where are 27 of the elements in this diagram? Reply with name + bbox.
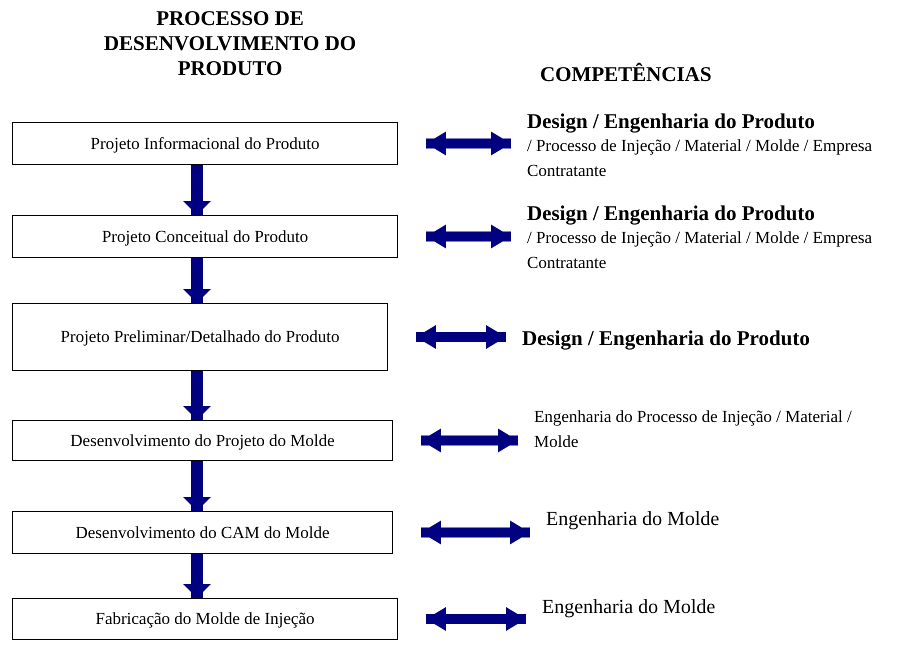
competence-text: Design / Engenharia do Produto (527, 200, 816, 226)
arrow (426, 132, 511, 156)
process-box: Projeto Conceitual do Produto (12, 215, 398, 258)
arrow (183, 165, 211, 215)
process-box: Projeto Preliminar/Detalhado do Produto (12, 303, 388, 371)
competence-text: Engenharia do Processo de Injeção / Material / Molde (534, 406, 853, 453)
arrow (183, 461, 211, 511)
process-box: Fabricação do Molde de Injeção (12, 598, 398, 640)
arrow (421, 428, 518, 452)
arrow (426, 607, 526, 631)
process-box: Desenvolvimento do Projeto do Molde (12, 420, 393, 461)
process-box: Desenvolvimento do CAM do Molde (12, 511, 393, 554)
arrow (426, 224, 511, 248)
competence-text: / Processo de Injeção / Material / Molde / Empresa Contratante (527, 135, 874, 182)
arrow (421, 520, 530, 544)
arrow (416, 325, 506, 349)
process-box: Projeto Informacional do Produto (12, 122, 398, 165)
competence-text: Design / Engenharia do Produto (522, 325, 811, 352)
arrow (183, 554, 211, 598)
competence-text: Engenharia do Molde (546, 507, 720, 532)
column-heading: COMPETÊNCIAS (540, 62, 712, 87)
competence-text: Engenharia do Molde (542, 595, 716, 620)
arrow (183, 258, 211, 303)
competence-text: Design / Engenharia do Produto (527, 108, 816, 134)
arrow (183, 371, 211, 420)
title: PROCESSO DE DESENVOLVIMENTO DO PRODUTO (102, 6, 358, 82)
competence-text: / Processo de Injeção / Material / Molde / Empresa Contratante (527, 227, 874, 274)
